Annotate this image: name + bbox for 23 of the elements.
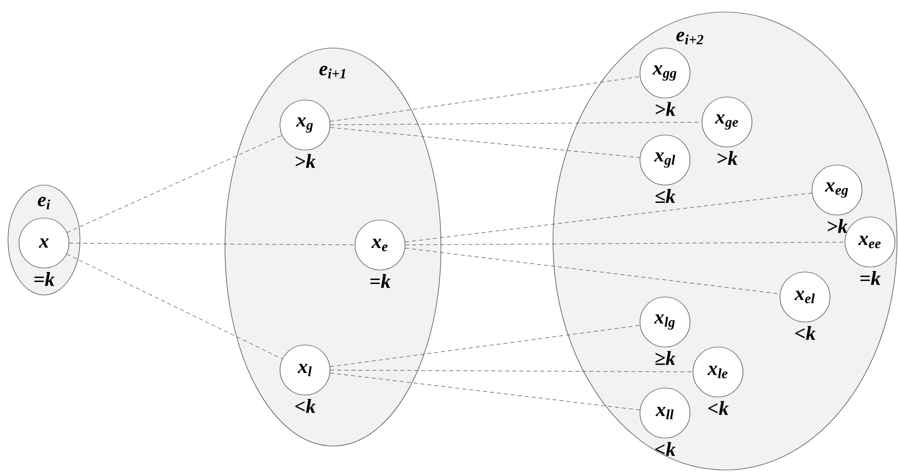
connector-line	[404, 248, 780, 294]
connector-line	[330, 370, 693, 372]
condition-label: =k	[860, 271, 881, 285]
condition-label: >k	[656, 102, 676, 116]
connector-line	[69, 242, 355, 246]
condition-label: ≤k	[656, 189, 676, 203]
condition-label: >k	[296, 154, 316, 168]
condition-label: >k	[718, 151, 738, 165]
connector-line	[330, 127, 640, 158]
condition-label: <k	[795, 326, 816, 340]
condition-label: <k	[708, 401, 729, 415]
connector-line	[330, 76, 640, 122]
condition-label: <k	[295, 399, 316, 413]
condition-label: <k	[655, 442, 676, 456]
condition-label: =k	[34, 272, 55, 286]
connector-line	[66, 254, 282, 360]
connector-line	[66, 135, 282, 233]
condition-label: ≥k	[656, 351, 676, 365]
connector-line	[330, 122, 702, 126]
condition-label: =k	[370, 274, 391, 288]
connector-line	[330, 372, 640, 410]
connector-line	[330, 325, 640, 367]
connector-line	[404, 192, 812, 242]
